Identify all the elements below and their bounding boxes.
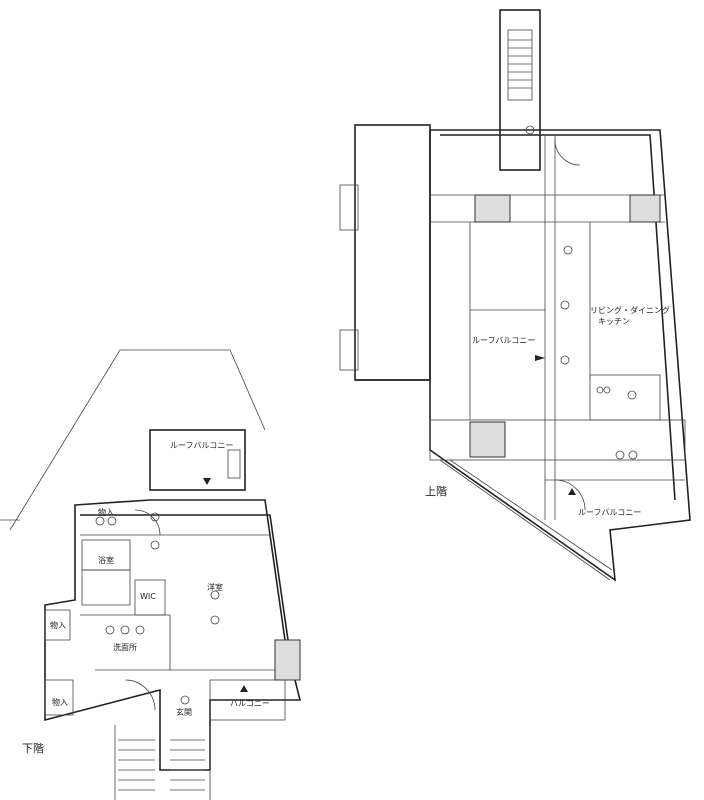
bath-label: 浴室	[98, 556, 114, 565]
wic-label: WIC	[140, 592, 156, 601]
kitchen-label: キッチン	[598, 317, 630, 326]
storage-left2-label: 物入	[52, 698, 68, 707]
lower-roof-balcony-label: ルーフバルコニー	[170, 441, 234, 450]
washroom-label: 洗面所	[113, 643, 137, 652]
upper-floor-plan	[339, 9, 691, 582]
storage-left1-label: 物入	[50, 621, 66, 630]
entrance-label: 玄関	[176, 708, 192, 717]
roof-balcony-south-label: ルーフバルコニー	[578, 508, 642, 517]
western-room-label: 洋室	[207, 583, 223, 592]
roof-balcony-west-label: ルーフバルコニー	[472, 336, 536, 345]
ldk-label: リビング・ダイニング	[590, 306, 670, 315]
balcony-label: バルコニー	[230, 699, 270, 708]
lower-floor-plan	[0, 349, 302, 800]
storage-top-label: 物入	[98, 508, 114, 517]
upper-floor-title: 上階	[425, 485, 447, 498]
lower-floor-title: 下階	[22, 742, 44, 755]
